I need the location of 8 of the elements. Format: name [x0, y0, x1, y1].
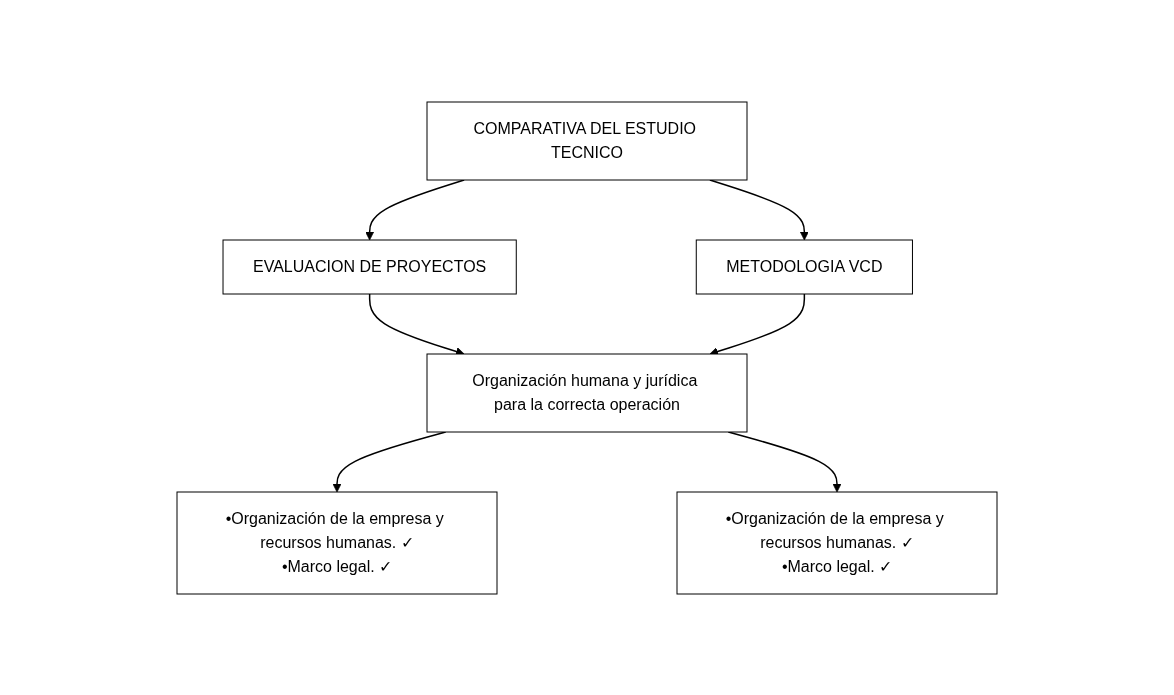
node-box: Organización humana y jurídica para la correcta operación [426, 353, 748, 432]
node-box: •Organización de la empresa y recursos humanas. ✓ •Marco legal. ✓ [676, 491, 998, 594]
node-box: •Organización de la empresa y recursos humanas. ✓ •Marco legal. ✓ [176, 491, 498, 594]
arrow [365, 178, 465, 240]
node-box: EVALUACION DE PROYECTOS [222, 239, 517, 294]
node-box: COMPARATIVA DEL ESTUDIO TECNICO [426, 101, 748, 180]
node-box: METODOLOGIA VCD [695, 239, 913, 294]
arrow [709, 178, 809, 240]
